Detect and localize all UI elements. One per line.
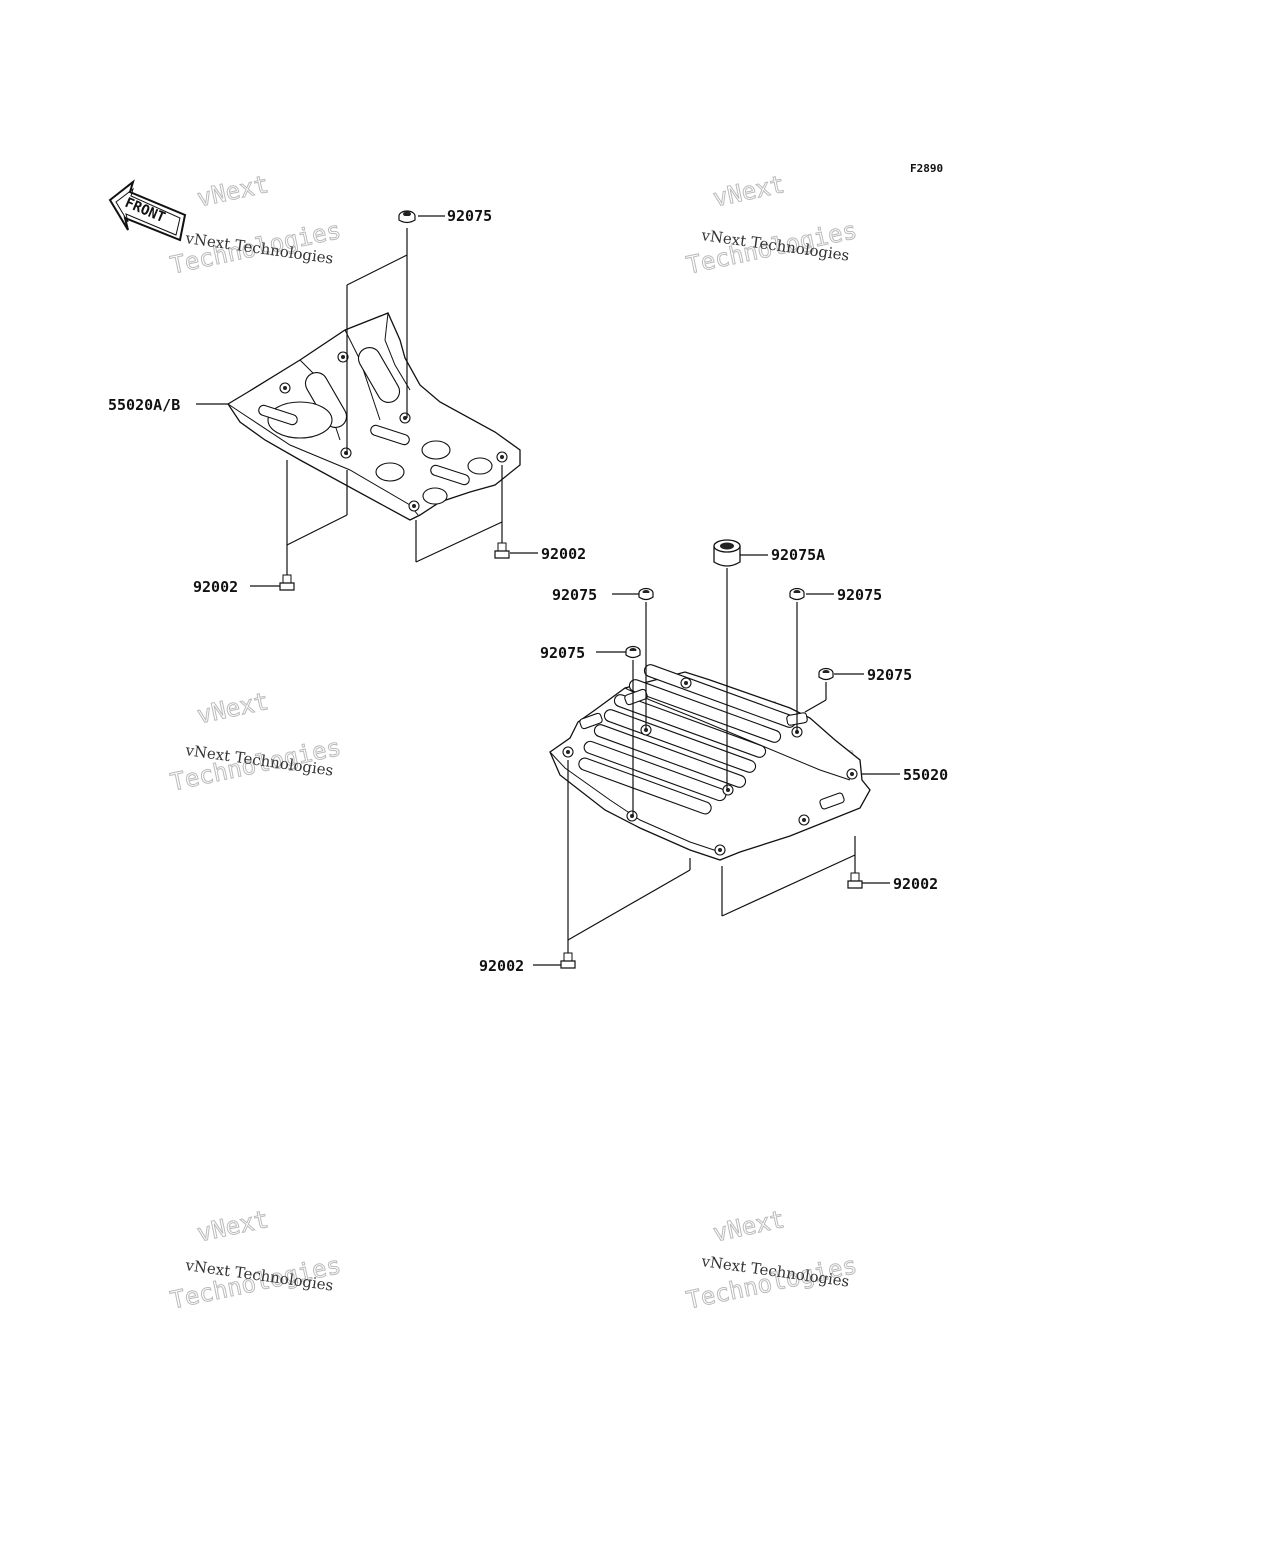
nut-92075-right-d-icon (818, 667, 834, 681)
watermark-bottom-right: vNext Technologies (683, 1205, 859, 1315)
label-92075-right-a: 92075 (552, 586, 597, 604)
nut-92075-right-a-icon (638, 587, 654, 601)
diagram-code: F2890 (910, 162, 943, 175)
skid-plate-right (549, 664, 871, 861)
front-arrow-icon: FRONT (108, 179, 187, 242)
skid-plate-left (227, 312, 521, 521)
label-92002-left-mid: 92002 (541, 545, 586, 563)
svg-text:vNext: vNext (195, 170, 271, 212)
label-92002-right-mid: 92002 (893, 875, 938, 893)
svg-text:vNext: vNext (195, 687, 271, 729)
right-leader-lines (533, 554, 900, 966)
label-92075-top: 92075 (447, 207, 492, 225)
label-92075a: 92075A (771, 546, 825, 564)
label-92002-right-bottom: 92002 (479, 957, 524, 975)
nut-92075-right-b-icon (625, 645, 641, 659)
label-55020ab: 55020A/B (108, 396, 180, 414)
left-leader-lines (196, 215, 538, 587)
bolt-92002-left-icon (279, 574, 295, 591)
label-92075-right-c: 92075 (837, 586, 882, 604)
bolt-92002-right-mid-icon (847, 872, 863, 889)
watermark-mid-left: vNext Technologies (167, 687, 343, 797)
nut-92075-top-icon (398, 210, 416, 224)
nut-92075-right-c-icon (789, 587, 805, 601)
bolt-92002-left-mid-icon (494, 542, 510, 559)
label-92075-right-d: 92075 (867, 666, 912, 684)
svg-text:vNext: vNext (195, 1205, 271, 1247)
collar-92075a-icon (713, 539, 741, 567)
svg-text:vNext: vNext (711, 1205, 787, 1247)
watermark-bottom-left: vNext Technologies (167, 1205, 343, 1315)
svg-text:vNext: vNext (711, 170, 787, 212)
label-92075-right-b: 92075 (540, 644, 585, 662)
label-92002-left-bottom: 92002 (193, 578, 238, 596)
label-55020: 55020 (903, 766, 948, 784)
bolt-92002-right-bottom-icon (560, 952, 576, 969)
